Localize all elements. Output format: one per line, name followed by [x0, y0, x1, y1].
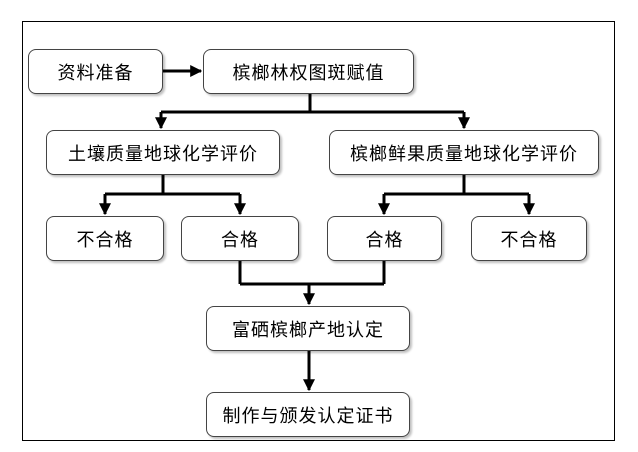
- node-soil-pass: 合格: [181, 216, 299, 261]
- node-soil-evaluation: 土壤质量地球化学评价: [46, 130, 280, 175]
- node-fruit-pass: 合格: [327, 216, 442, 261]
- node-patch-assignment: 槟榔林权图斑赋值: [203, 49, 414, 94]
- node-soil-fail: 不合格: [46, 216, 164, 261]
- node-origin-certification: 富硒槟榔产地认定: [206, 306, 410, 351]
- node-fruit-fail: 不合格: [471, 216, 587, 261]
- node-issue-certificate: 制作与颁发认定证书: [206, 392, 410, 437]
- node-fruit-evaluation: 槟榔鲜果质量地球化学评价: [329, 130, 599, 175]
- diagram-frame: [22, 21, 615, 441]
- node-data-preparation: 资料准备: [28, 49, 163, 94]
